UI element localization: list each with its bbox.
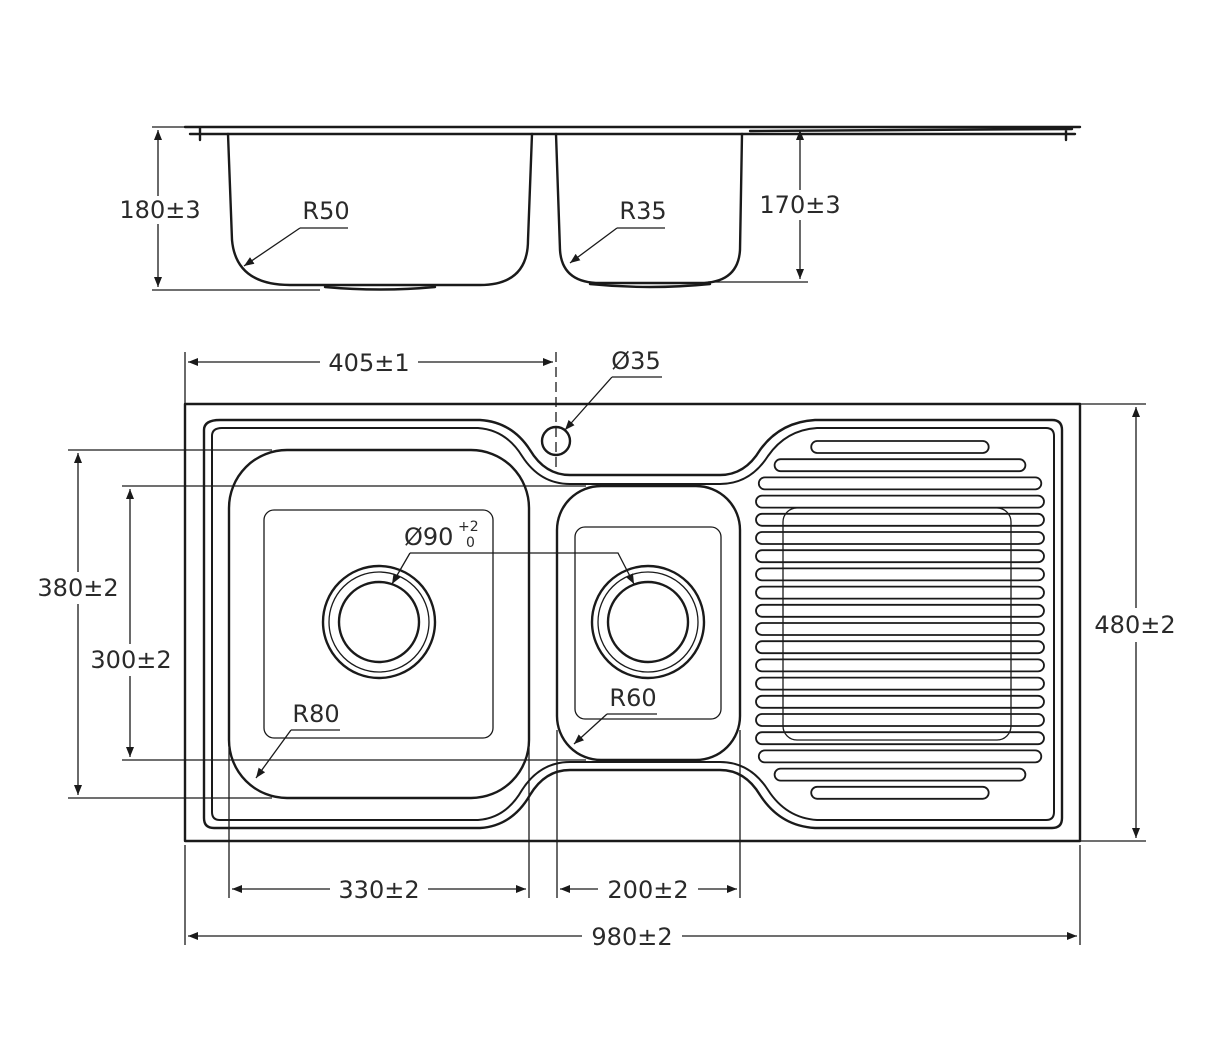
small-bowl-floor <box>574 526 722 720</box>
left-bowl-depth-label: 180±3 <box>119 196 200 224</box>
drainer-groove <box>755 713 1045 727</box>
drainer-groove <box>810 785 990 800</box>
drainer-groove <box>755 603 1045 618</box>
side-left-waste <box>323 285 437 291</box>
overall-width-label: 980±2 <box>591 923 672 951</box>
extension-lines <box>68 352 1146 945</box>
tap-hole-diameter-label: Ø35 <box>611 347 660 375</box>
drainer-groove <box>755 658 1045 673</box>
large-bowl-length-label: 380±2 <box>37 574 118 602</box>
side-view: 180±3 170±3 R50 R35 <box>119 125 1082 291</box>
drainer-groove <box>755 622 1045 636</box>
large-bowl-width-label: 330±2 <box>338 876 419 904</box>
drainer-groove <box>755 731 1045 746</box>
small-waste-mid <box>597 571 699 673</box>
drainer-groove <box>755 567 1045 582</box>
large-waste-inner <box>337 580 421 664</box>
waste-tolerance-upper: +2 <box>458 519 479 535</box>
left-bowl-radius-label: R50 <box>302 197 349 225</box>
drainer-groove <box>755 512 1045 527</box>
side-right-bowl <box>554 132 744 285</box>
sink-deck-outer <box>202 418 1064 830</box>
drainer-groove <box>810 440 990 454</box>
small-waste-outer <box>590 564 706 680</box>
drainer-groove <box>755 676 1045 691</box>
small-bowl <box>555 484 742 762</box>
waste-diameter-label: Ø90 <box>404 523 453 551</box>
tap-offset-label: 405±1 <box>328 349 409 377</box>
drainer-groove <box>755 531 1045 545</box>
drainer-groove <box>755 585 1045 600</box>
side-left-bowl <box>226 132 534 287</box>
drainer-groove <box>755 640 1045 655</box>
large-waste-mid <box>328 571 430 673</box>
small-bowl-length-label: 300±2 <box>90 646 171 674</box>
drainer-groove <box>773 458 1027 473</box>
drainer-groove <box>755 549 1045 564</box>
large-bowl-radius-label: R80 <box>292 700 339 728</box>
small-bowl-radius-label: R60 <box>609 684 656 712</box>
drainer-grooves <box>755 440 1045 800</box>
overall-depth-label: 480±2 <box>1094 611 1175 639</box>
side-right-waste <box>588 282 712 289</box>
drainer-groove <box>755 494 1045 509</box>
waste-diameter-value: Ø90 <box>404 523 453 551</box>
drainer-groove <box>773 767 1027 782</box>
sink-outline <box>183 402 1082 843</box>
right-bowl-radius-label: R35 <box>619 197 666 225</box>
plan-view: 405±1 Ø35 Ø90 +2 0 R80 R60 380±2 300±2 <box>37 347 1175 951</box>
large-bowl-floor <box>263 509 494 739</box>
small-bowl-width-label: 200±2 <box>607 876 688 904</box>
drainer-groove <box>757 476 1043 491</box>
drainer-groove <box>755 694 1045 709</box>
waste-tolerance-lower: 0 <box>466 535 475 551</box>
right-bowl-depth-label: 170±3 <box>759 191 840 219</box>
small-waste-inner <box>606 580 690 664</box>
large-waste-outer <box>321 564 437 680</box>
large-bowl <box>227 448 531 800</box>
drainer-panel <box>782 507 1012 741</box>
side-rim <box>183 125 1082 142</box>
sink-deck-inner <box>211 427 1055 821</box>
drainer-groove <box>757 749 1043 764</box>
